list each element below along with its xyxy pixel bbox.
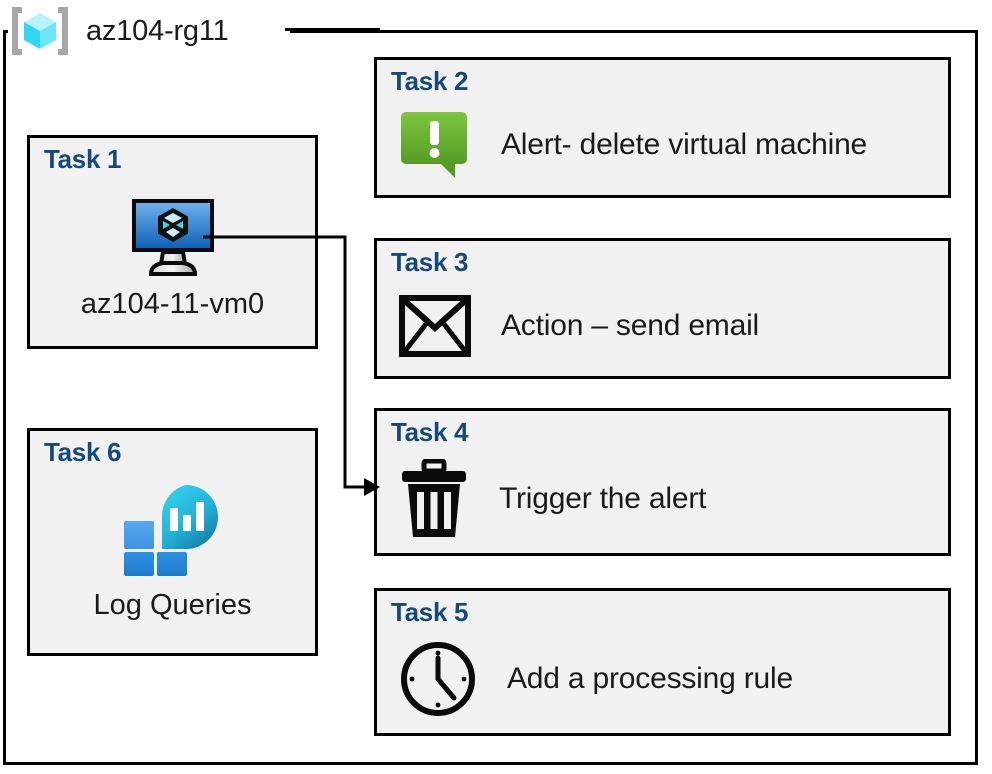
- task-card-task6[interactable]: Task 6: [27, 428, 318, 656]
- log-analytics-icon: [30, 481, 315, 577]
- task-card-caption: Log Queries: [93, 589, 252, 621]
- virtual-machine-icon: [30, 196, 315, 278]
- task-card-task4[interactable]: Task 4 Trigger the alert: [374, 408, 951, 556]
- resource-group-header: az104-rg11: [8, 4, 229, 58]
- task-card-title: Task 4: [391, 417, 469, 447]
- task-card-label: Action – send email: [501, 308, 760, 342]
- task-card-title: Task 6: [44, 437, 122, 467]
- resource-group-name: az104-rg11: [86, 14, 229, 47]
- resource-group-header-rule: [285, 28, 380, 31]
- task-card-label: Add a processing rule: [507, 662, 793, 695]
- task-card-label: Trigger the alert: [499, 482, 707, 515]
- task-card-caption: az104-11-vm0: [80, 288, 265, 320]
- trash-can-icon: [399, 459, 469, 539]
- task-card-task1[interactable]: Task 1: [27, 135, 318, 349]
- clock-icon: [399, 640, 477, 718]
- task-card-title: Task 2: [391, 66, 469, 96]
- task-card-label: Alert- delete virtual machine: [501, 127, 868, 161]
- task-card-task3[interactable]: Task 3 Action – send email: [374, 238, 951, 379]
- envelope-icon: [399, 294, 471, 357]
- task-card-title: Task 3: [391, 247, 469, 277]
- task-card-task5[interactable]: Task 5 Add a processing rule: [374, 588, 951, 736]
- task-card-task2[interactable]: Task 2 Alert- delete virtual machine: [374, 57, 951, 198]
- task-card-title: Task 1: [44, 144, 122, 174]
- task-card-title: Task 5: [391, 597, 469, 627]
- resource-group-cube-icon: [8, 5, 72, 57]
- alert-exclamation-bubble-icon: [399, 110, 471, 180]
